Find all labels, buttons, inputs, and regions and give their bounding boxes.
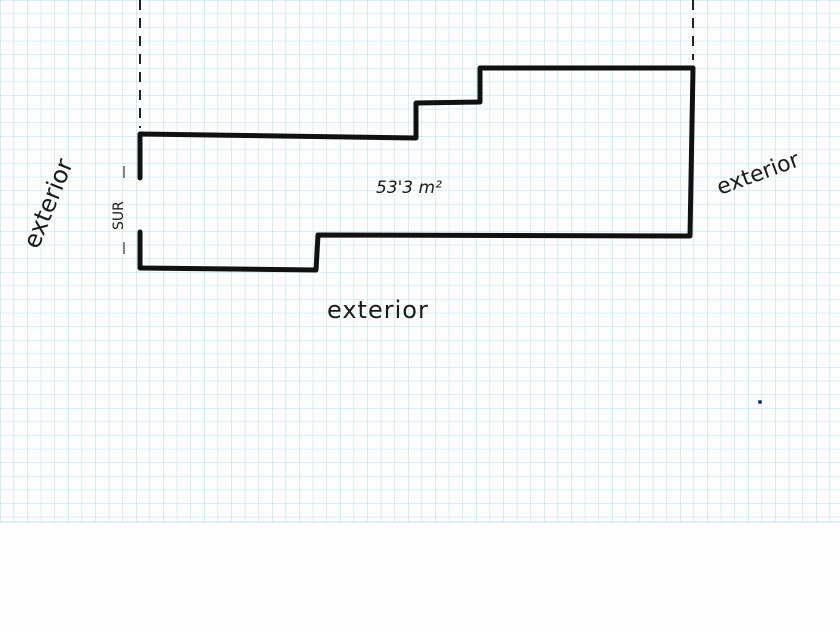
floor-plan-outline <box>137 65 696 273</box>
graph-paper-grid <box>0 0 840 522</box>
exterior-bottom-label: exterior <box>327 296 429 324</box>
orientation-label: SUR <box>111 201 127 230</box>
pen-dot <box>758 400 762 404</box>
area-label: 53'3 m² <box>376 178 442 198</box>
